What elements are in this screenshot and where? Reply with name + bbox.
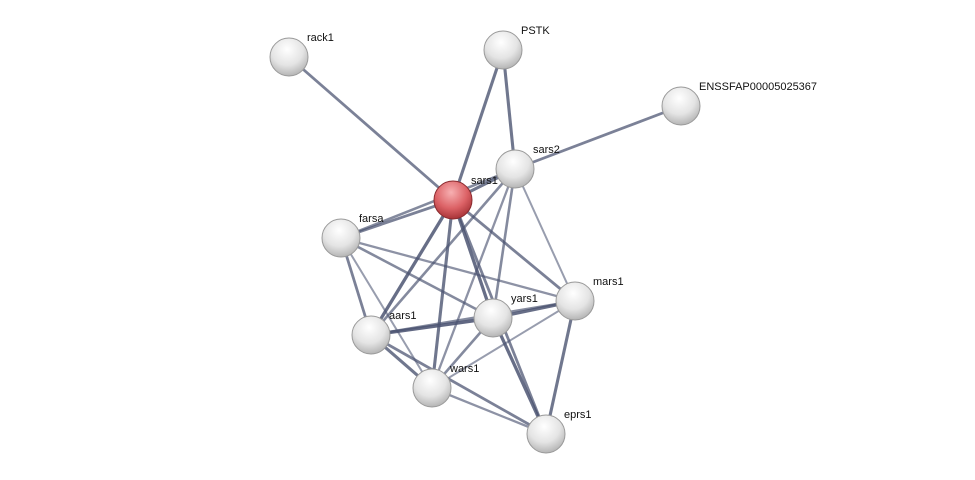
protein-node[interactable] <box>412 368 452 408</box>
node-label: yars1 <box>511 293 538 305</box>
nodes: rack1 PSTK ENSSFAP00005025367 sars2 sars1 far… <box>269 25 817 454</box>
edge-mars1-wars1[interactable] <box>431 300 576 389</box>
query-protein-node[interactable] <box>433 180 473 220</box>
edge-farsa-wars1[interactable] <box>340 237 433 389</box>
edge-PSTK-sars2[interactable] <box>501 49 517 170</box>
node-label: rack1 <box>307 32 334 44</box>
edge-PSTK-sars1[interactable] <box>451 49 505 201</box>
node-aars1[interactable]: aars1 <box>351 310 417 355</box>
edge-rack1-sars1[interactable] <box>288 55 454 202</box>
protein-node[interactable] <box>495 149 535 189</box>
protein-node[interactable] <box>526 414 566 454</box>
node-sars2[interactable]: sars2 <box>495 144 560 189</box>
node-sars1[interactable]: sars1 <box>433 175 498 220</box>
node-label: farsa <box>359 213 384 225</box>
protein-node[interactable] <box>661 86 701 126</box>
node-label: aars1 <box>389 310 417 322</box>
protein-node[interactable] <box>269 37 309 77</box>
node-PSTK[interactable]: PSTK <box>483 25 550 70</box>
edge-sars2-yars1[interactable] <box>491 168 517 319</box>
edge-sars2-mars1[interactable] <box>514 168 576 302</box>
node-farsa[interactable]: farsa <box>321 213 384 258</box>
node-label: mars1 <box>593 276 624 288</box>
node-eprs1[interactable]: eprs1 <box>526 409 592 454</box>
edge-sars2-aars1[interactable] <box>370 168 516 336</box>
protein-node[interactable] <box>351 315 391 355</box>
edge-sars1-aars1[interactable] <box>369 199 455 336</box>
protein-node[interactable] <box>473 298 513 338</box>
protein-node[interactable] <box>483 30 523 70</box>
edge-wars1-eprs1[interactable] <box>431 386 547 436</box>
node-label: PSTK <box>521 25 550 37</box>
protein-node[interactable] <box>555 281 595 321</box>
edge-farsa-mars1[interactable] <box>340 236 576 303</box>
edge-farsa-yars1[interactable] <box>340 236 494 320</box>
node-label: sars2 <box>533 144 560 156</box>
node-ENSSFAP00005025367[interactable]: ENSSFAP00005025367 <box>661 81 817 126</box>
protein-node[interactable] <box>321 218 361 258</box>
edge-ENSSFAP00005025367-sars2[interactable] <box>514 104 682 171</box>
edge-yars1-eprs1[interactable] <box>491 317 548 435</box>
edge-aars1-eprs1[interactable] <box>370 333 547 436</box>
node-label: sars1 <box>471 175 498 187</box>
node-rack1[interactable]: rack1 <box>269 32 334 77</box>
node-label: ENSSFAP00005025367 <box>699 81 817 93</box>
edge-sars2-farsa[interactable] <box>340 167 516 240</box>
node-yars1[interactable]: yars1 <box>473 293 538 338</box>
edge-sars1-wars1[interactable] <box>430 199 455 389</box>
node-mars1[interactable]: mars1 <box>555 276 624 321</box>
edge-mars1-eprs1[interactable] <box>544 300 577 435</box>
node-label: wars1 <box>449 363 479 375</box>
node-label: eprs1 <box>564 409 592 421</box>
edge-sars2-wars1[interactable] <box>430 168 517 389</box>
node-wars1[interactable]: wars1 <box>412 363 479 408</box>
